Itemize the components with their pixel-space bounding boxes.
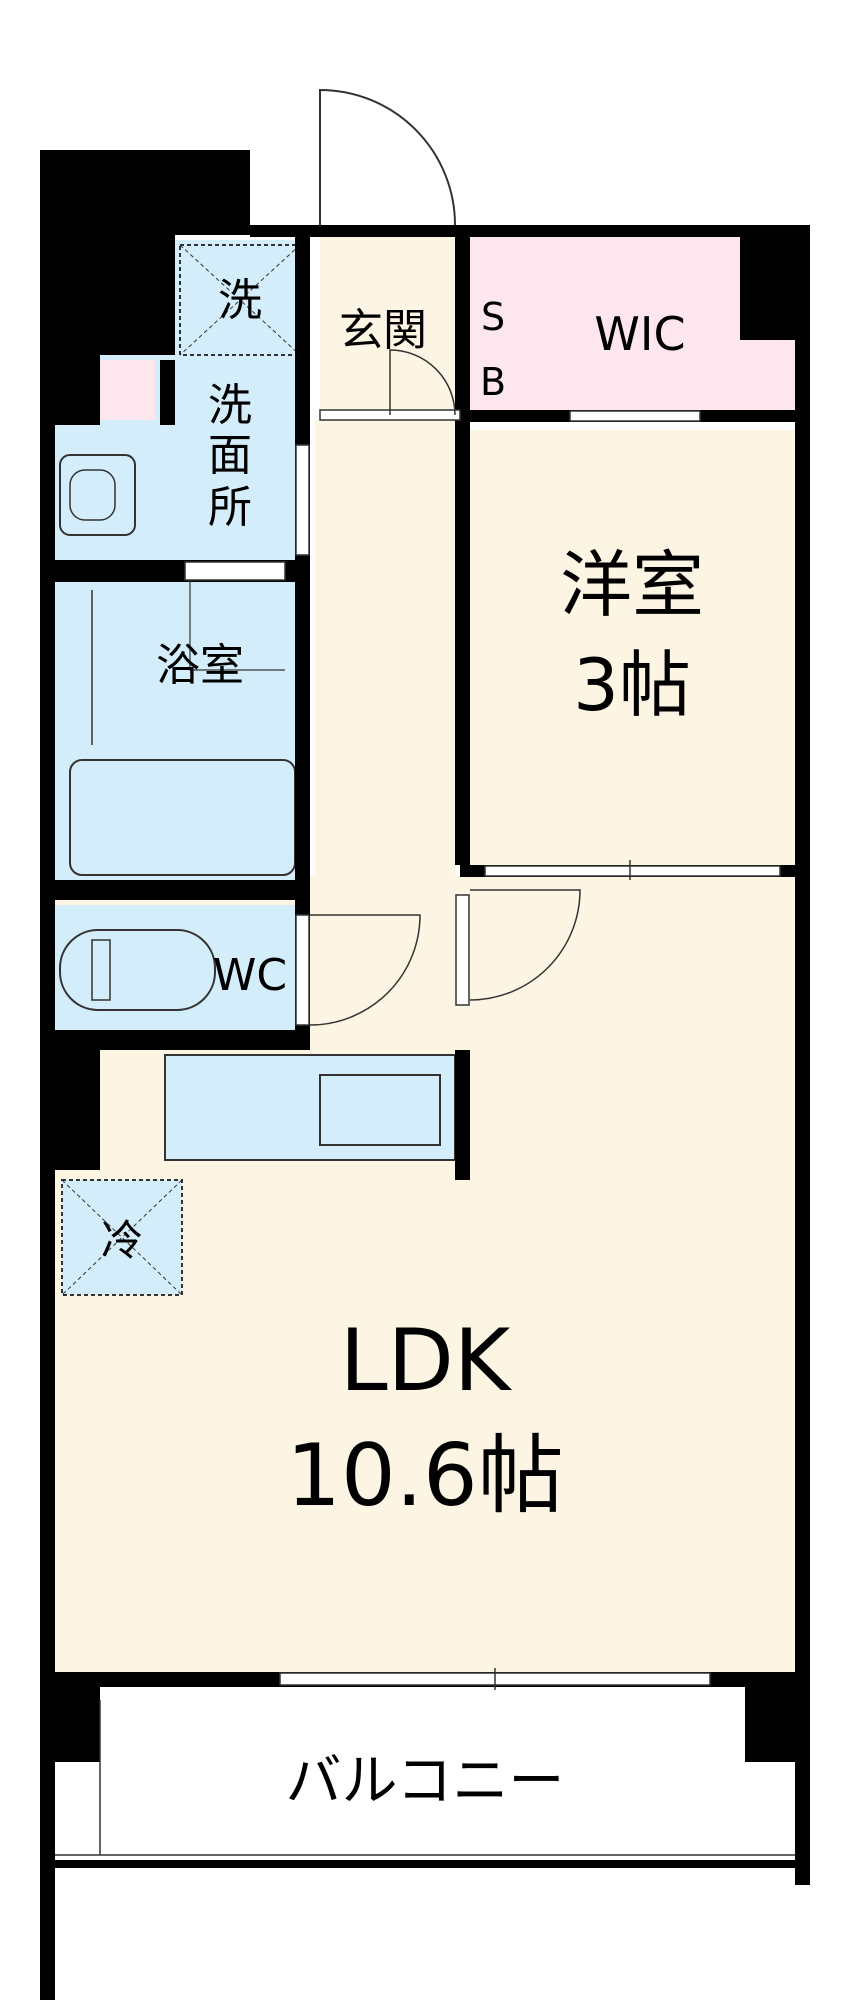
bath-label: 浴室 [156, 640, 244, 691]
western-room-floor [470, 430, 805, 870]
bath-floor [55, 580, 305, 880]
front-door-swing [319, 88, 456, 226]
western-room-size-label: 3帖 [573, 643, 691, 727]
toilet-door-swing [309, 914, 421, 1026]
western-window [484, 865, 781, 877]
washroom-label-3: 所 [208, 482, 252, 533]
western-room-name-label: 洋室 [560, 543, 704, 627]
wic-door [569, 410, 701, 422]
bath-door [184, 561, 286, 581]
fridge-label: 冷 [101, 1216, 143, 1265]
toilet-floor [55, 905, 305, 1035]
toilet-label: WC [213, 950, 287, 1001]
wash-basin [59, 454, 136, 536]
pink-cabinet [100, 360, 155, 420]
balcony-label: バルコニー [286, 1749, 565, 1814]
ldk-door-swing [469, 889, 581, 1001]
shoebox-floor [472, 280, 512, 410]
washroom-label-1: 洗 [208, 380, 252, 431]
toilet-fixture [59, 929, 216, 1011]
fridge-space [61, 1179, 183, 1296]
bath-door-swing [189, 580, 285, 671]
shoebox-b-label: B [480, 360, 506, 404]
entrance-label: 玄関 [339, 305, 427, 356]
walls [40, 150, 810, 2000]
washroom-door [295, 444, 310, 556]
entrance-door-swing [389, 349, 456, 416]
corridor-floor [315, 420, 455, 1040]
toilet-door [295, 914, 310, 1026]
washroom-label-2: 面 [208, 430, 252, 481]
washer-label: 洗 [218, 275, 262, 326]
ldk-size-label: 10.6帖 [286, 1426, 563, 1526]
ldk-name-label: LDK [340, 1311, 513, 1411]
stove [319, 1074, 441, 1146]
shoebox-s-label: S [481, 295, 505, 339]
wic-label: WIC [594, 307, 685, 361]
ldk-door [455, 894, 470, 1006]
